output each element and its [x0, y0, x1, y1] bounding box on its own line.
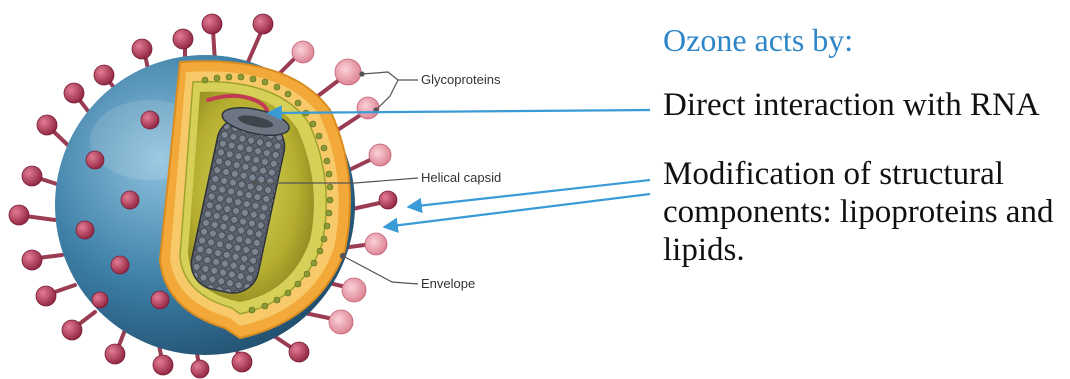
point-structural-modification: Modification of structural components: l…: [663, 155, 1063, 269]
virus-illustration: Glycoproteins Helical capsid Envelope: [0, 0, 650, 379]
label-glycoproteins: Glycoproteins: [421, 72, 501, 87]
label-helical-capsid: Helical capsid: [421, 170, 501, 185]
point-rna-interaction: Direct interaction with RNA: [663, 86, 1040, 124]
label-envelope: Envelope: [421, 276, 475, 291]
ozone-heading: Ozone acts by:: [663, 22, 853, 59]
arrow-to-envelope-2: [384, 194, 650, 227]
